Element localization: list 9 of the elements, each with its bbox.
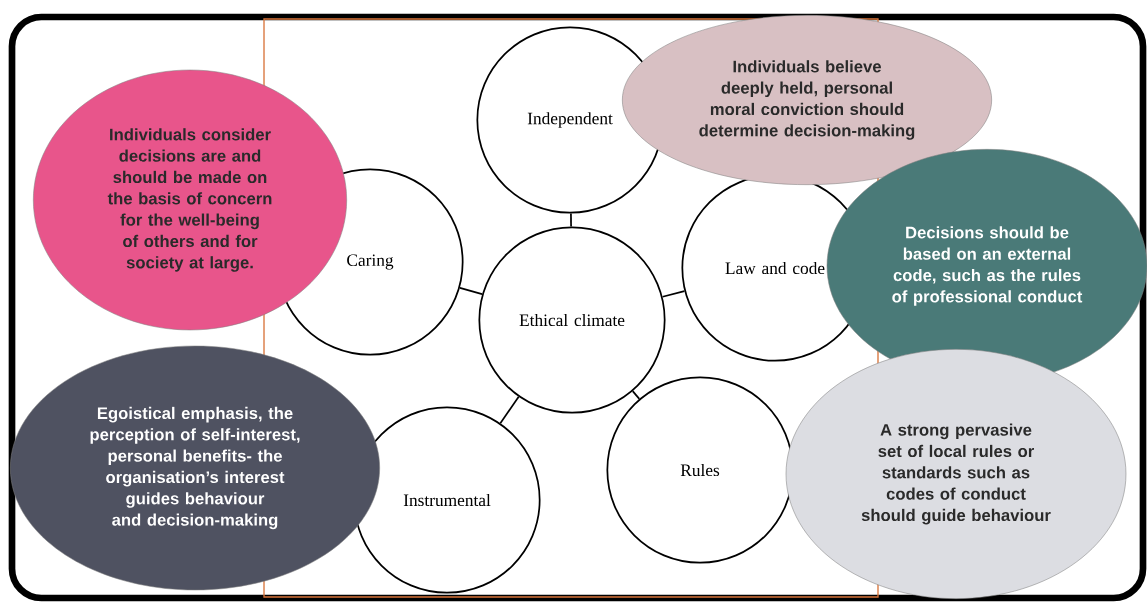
connector-line bbox=[631, 390, 641, 400]
connector-line bbox=[661, 290, 686, 298]
circle-node: Ethical climate bbox=[478, 226, 666, 414]
connector-line bbox=[499, 395, 520, 425]
connector-line bbox=[570, 212, 572, 228]
circle-node: Independent bbox=[476, 26, 664, 214]
connector-line bbox=[459, 286, 483, 296]
circle-node: Rules bbox=[606, 376, 794, 564]
circle-node: Instrumental bbox=[353, 406, 541, 594]
